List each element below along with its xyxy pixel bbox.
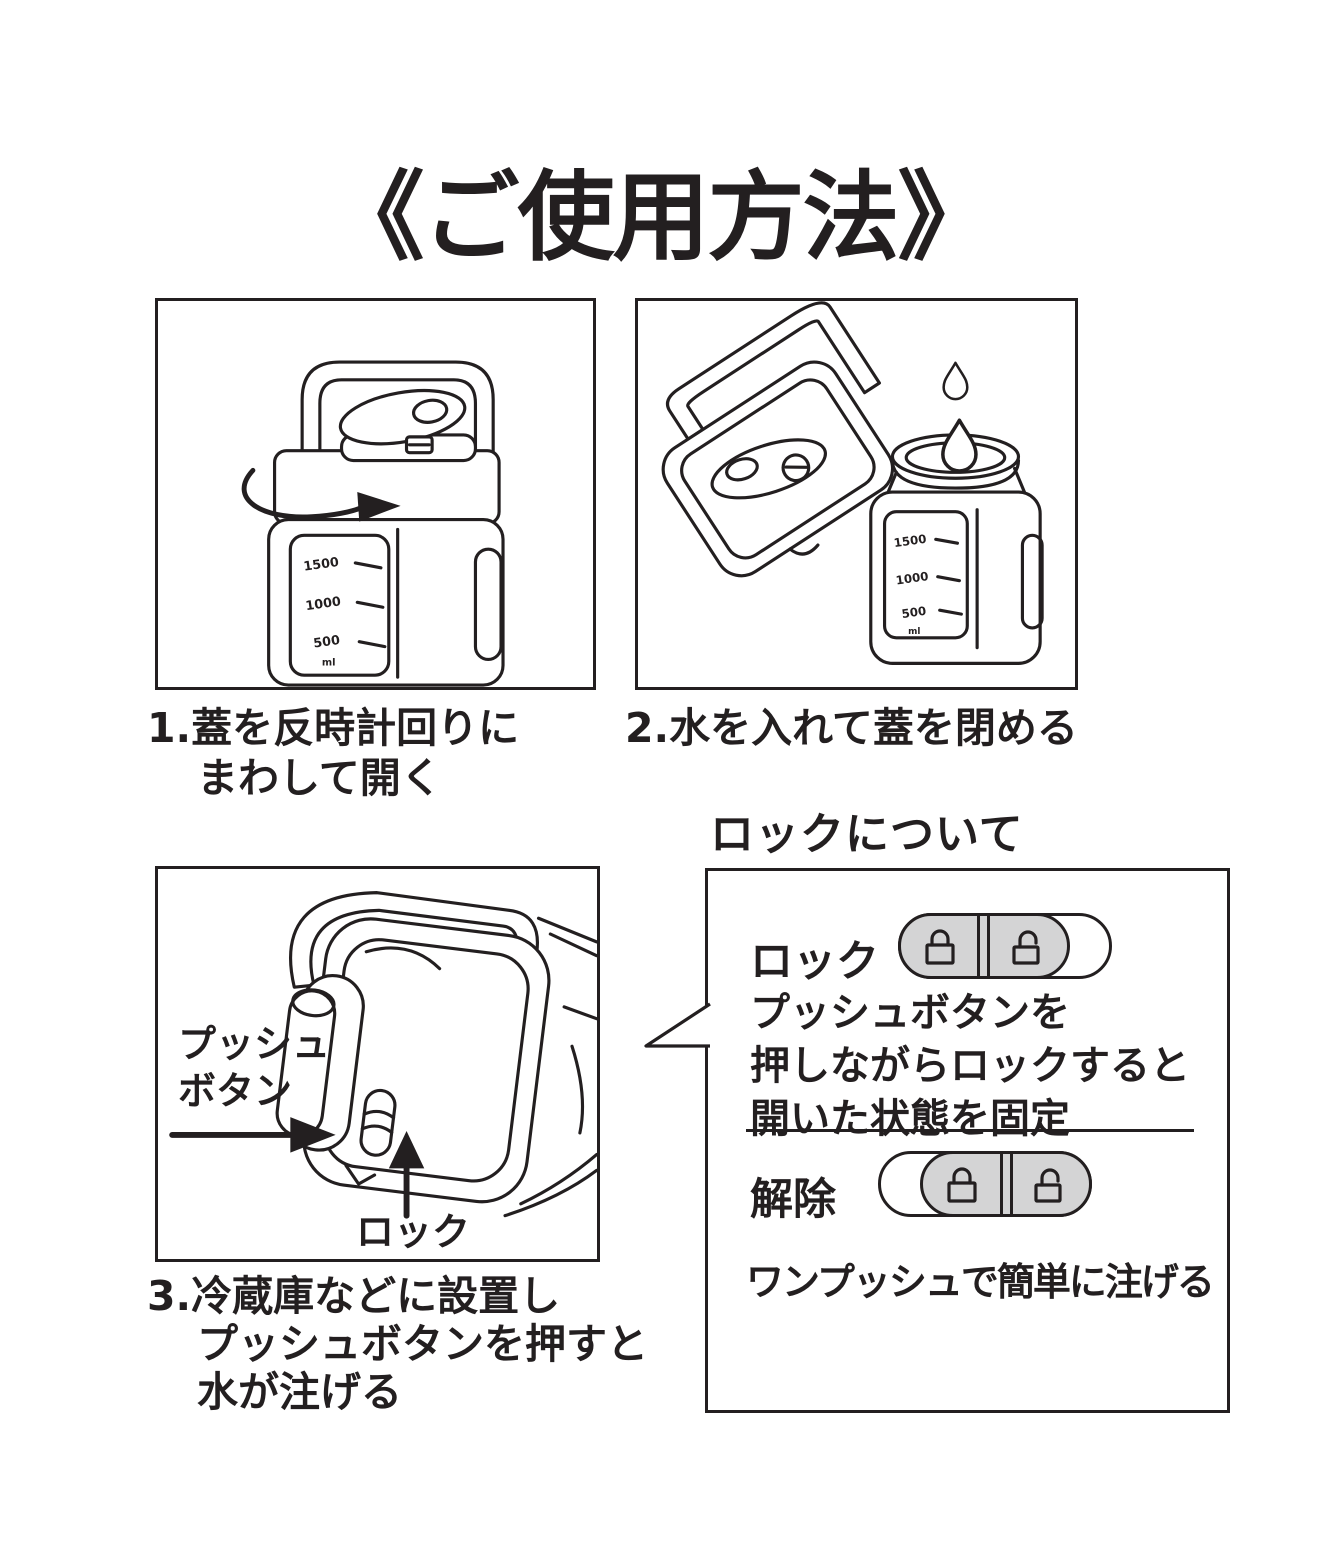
lid-handle bbox=[666, 301, 881, 441]
step3-closeup-drawing bbox=[169, 891, 599, 1219]
toggle-separator bbox=[999, 1154, 1013, 1214]
toggle-separator bbox=[977, 916, 991, 976]
scale-1000: 1000 bbox=[305, 594, 342, 614]
step2-fill-drawing: 1500 1000 500 ml bbox=[661, 301, 1044, 665]
side-grip bbox=[473, 547, 503, 662]
water-drop-large bbox=[941, 418, 978, 473]
locked-state-label: ロック bbox=[750, 937, 879, 987]
jar-body bbox=[869, 490, 1042, 665]
push-button-arrow-head bbox=[290, 1117, 336, 1153]
lock-section-heading: ロックについて bbox=[710, 809, 1024, 860]
released-description: ワンプッシュで簡単に注げる bbox=[746, 1260, 1215, 1304]
step2-caption-line1: 2.水を入れて蓋を閉める bbox=[625, 704, 1078, 752]
step1-caption: 1.蓋を反時計回りに まわして開く bbox=[147, 703, 519, 803]
released-state-label: 解除 bbox=[750, 1175, 836, 1225]
lock-open-icon bbox=[1034, 1168, 1062, 1203]
push-button-label: プッシュ ボタン bbox=[178, 1022, 331, 1113]
lid-latch bbox=[781, 453, 811, 483]
jar-scale-500: 500 bbox=[901, 604, 927, 621]
step3-caption-line1: 3.冷蔵庫などに設置し bbox=[147, 1272, 561, 1320]
lid-drip-lip bbox=[788, 543, 820, 556]
body-side-lines bbox=[562, 1005, 599, 1135]
step1-jug-drawing: 1500 1000 500 ml bbox=[241, 360, 505, 687]
jar-scale-1000: 1000 bbox=[895, 569, 929, 587]
lid-spout-hole bbox=[725, 457, 759, 482]
removed-lid bbox=[661, 301, 895, 578]
scale-1500: 1500 bbox=[303, 555, 340, 575]
step3-illustration-panel: プッシュ ボタン ロック bbox=[155, 866, 600, 1262]
toggle-slider-right bbox=[920, 1150, 1093, 1217]
lock-closed-icon bbox=[947, 1167, 977, 1203]
rotate-arrow-head bbox=[357, 492, 401, 522]
lock-toggle-locked bbox=[897, 912, 1112, 979]
rotate-arrow bbox=[241, 467, 364, 520]
jar-scale-unit: ml bbox=[908, 627, 920, 637]
step3-caption-line3: 水が注げる bbox=[197, 1368, 402, 1416]
lock-lever-label: ロック bbox=[356, 1210, 471, 1254]
step1-illustration-panel: 1500 1000 500 ml bbox=[155, 298, 596, 690]
spout-eyebrow bbox=[364, 946, 442, 971]
lock-info-box: ロック プッシュボタンを 押しながらロックすると 開いた状態を固定 解除 bbox=[644, 868, 1230, 1413]
scale-window bbox=[288, 533, 391, 677]
water-drop-small bbox=[942, 361, 969, 401]
step3-caption: 3.冷蔵庫などに設置し プッシュボタンを押すと 水が注げる bbox=[147, 1272, 648, 1416]
locked-description: プッシュボタンを 押しながらロックすると 開いた状態を固定 bbox=[750, 990, 1190, 1142]
step1-caption-line2: まわして開く bbox=[197, 754, 442, 802]
lid-edge-notch bbox=[344, 1163, 377, 1186]
jar-scale-1500: 1500 bbox=[893, 532, 927, 550]
lock-lever bbox=[359, 1088, 397, 1157]
body-top-edges bbox=[536, 916, 599, 958]
jar-side-grip bbox=[1020, 533, 1044, 630]
lock-closed-icon bbox=[925, 929, 955, 965]
jug-body bbox=[267, 518, 505, 687]
body-bottom-edges bbox=[503, 1153, 599, 1218]
step3-caption-line2: プッシュボタンを押すと bbox=[197, 1320, 648, 1368]
section-divider bbox=[746, 1129, 1194, 1132]
callout-tail bbox=[644, 1002, 711, 1048]
step1-caption-line1: 1.蓋を反時計回りに bbox=[147, 704, 520, 752]
lid-face-group bbox=[275, 917, 551, 1204]
scale-unit: ml bbox=[322, 657, 336, 668]
spout-hole bbox=[411, 398, 449, 424]
page-title: 《ご使用方法》 bbox=[327, 161, 995, 274]
toggle-slider-left bbox=[897, 912, 1070, 979]
lock-arrow-head bbox=[388, 1130, 425, 1169]
step2-caption: 2.水を入れて蓋を閉める bbox=[625, 703, 1078, 753]
step2-illustration-panel: 1500 1000 500 ml bbox=[635, 298, 1078, 690]
jar-scale-window bbox=[882, 510, 969, 640]
lid-rim bbox=[680, 378, 876, 560]
scale-500: 500 bbox=[312, 633, 341, 652]
lock-toggle-released bbox=[878, 1150, 1093, 1217]
lock-open-icon bbox=[1012, 930, 1040, 965]
